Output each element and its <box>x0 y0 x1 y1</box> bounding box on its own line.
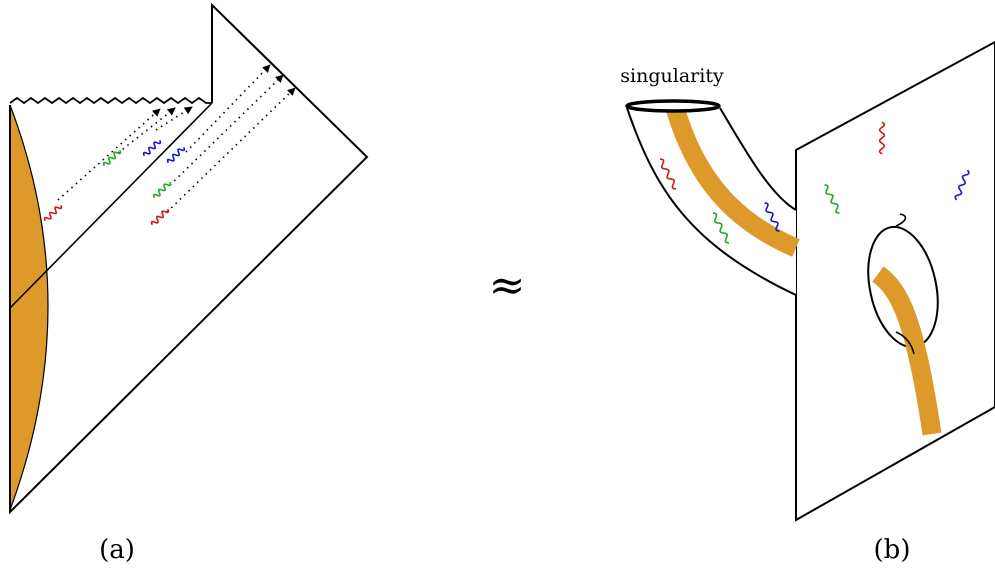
quanta-panel-b <box>659 121 970 244</box>
rays-to-null-infinity <box>166 64 296 213</box>
wave-blue-icon <box>166 146 186 164</box>
wave-blue-icon <box>954 169 970 201</box>
tube-wall-outer <box>626 107 797 296</box>
hole-bottom-tick <box>895 331 915 355</box>
wave-green-icon <box>712 212 730 244</box>
wave-blue-icon <box>764 202 780 232</box>
infalling-shell-region <box>9 104 49 511</box>
wave-green-icon <box>152 181 172 199</box>
wave-red-icon <box>43 204 63 222</box>
wave-green-icon <box>824 184 840 214</box>
ray-blue-to-infinity <box>185 64 271 153</box>
ray-red-to-infinity <box>166 87 296 213</box>
panel-a-label: (a) <box>99 535 135 565</box>
ray-blue-to-singularity <box>155 106 193 131</box>
wave-green-icon <box>102 149 122 167</box>
ray-red-to-singularity <box>57 108 161 201</box>
singularity-zigzag <box>9 96 212 105</box>
wave-red-icon <box>659 158 677 190</box>
event-horizon-line <box>9 102 213 309</box>
rays-to-singularity <box>57 106 193 201</box>
shell-band-tube <box>665 105 800 257</box>
embedding-diagram: singularity (b) <box>620 40 995 565</box>
wave-red-icon <box>150 208 170 226</box>
panel-b-label: (b) <box>874 535 911 565</box>
quanta-panel-a <box>43 139 186 226</box>
interior-tube <box>627 108 796 295</box>
wave-blue-icon <box>142 139 162 157</box>
wave-red-icon <box>878 121 886 155</box>
approx-symbol: ≈ <box>489 260 526 311</box>
singularity-ring-icon <box>625 99 721 113</box>
ray-green-to-infinity <box>169 74 284 186</box>
penrose-outline <box>9 2 369 515</box>
ray-green-to-singularity <box>117 107 176 154</box>
shell-band-plane <box>872 266 942 436</box>
singularity-label: singularity <box>620 65 724 87</box>
tube-wall-inner <box>719 107 797 211</box>
hole-top-tick <box>895 213 907 227</box>
penrose-diagram: (a) <box>9 2 369 565</box>
